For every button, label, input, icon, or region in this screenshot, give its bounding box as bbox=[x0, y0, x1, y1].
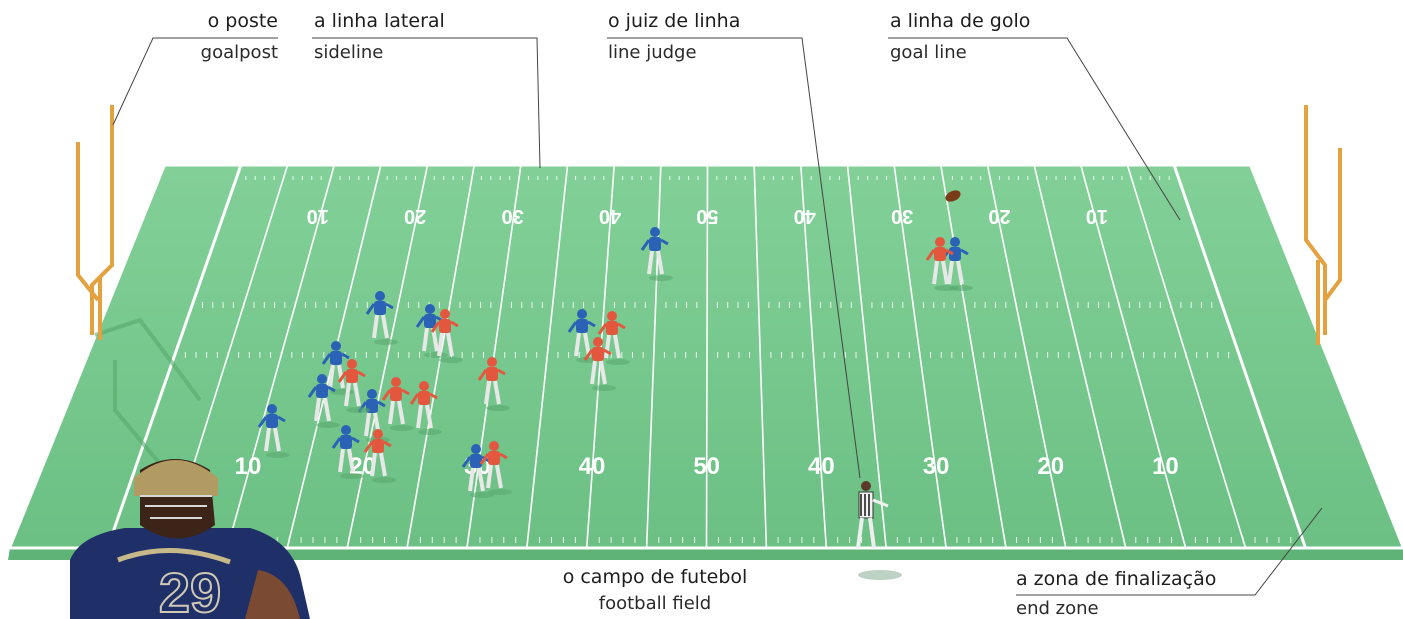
player-red bbox=[363, 429, 396, 483]
player-red bbox=[409, 381, 442, 435]
foreground-player-29 bbox=[70, 459, 310, 619]
yard-number: 10 bbox=[235, 453, 262, 480]
yard-number: 20 bbox=[404, 205, 426, 227]
end-zone-label-en: end zone bbox=[1016, 598, 1099, 619]
end-zone-label-pt: a zona de finalização bbox=[1016, 568, 1217, 590]
yard-number: 40 bbox=[579, 453, 606, 480]
player-blue bbox=[257, 404, 290, 458]
goalpost-leader bbox=[112, 37, 278, 126]
far-yard-numbers: 10 20 30 40 50 40 30 20 10 bbox=[307, 205, 1108, 227]
line-judge-label-en: line judge bbox=[608, 42, 697, 63]
yard-number: 30 bbox=[891, 205, 913, 227]
field-front-edge bbox=[8, 548, 1403, 560]
yard-number: 40 bbox=[794, 205, 816, 227]
goalpost-label-pt: o poste bbox=[207, 10, 278, 32]
football-field-label-en: football field bbox=[598, 593, 712, 614]
yard-number: 40 bbox=[599, 205, 621, 227]
player-red bbox=[337, 359, 370, 413]
goalpost-shadow bbox=[94, 317, 202, 472]
sideline-label-en: sideline bbox=[314, 42, 384, 63]
goal-line bbox=[106, 164, 243, 549]
yard-number: 20 bbox=[1037, 453, 1064, 480]
goal-line-label-en: goal line bbox=[890, 42, 967, 63]
player-blue bbox=[307, 374, 340, 428]
sideline-leader bbox=[312, 37, 541, 169]
jersey-number: 29 bbox=[159, 561, 221, 619]
line-judge-figure bbox=[856, 481, 902, 580]
end-line bbox=[9, 164, 166, 549]
end-zone-leader bbox=[1016, 507, 1323, 596]
left-goalpost bbox=[76, 105, 114, 340]
player-blue bbox=[461, 444, 494, 498]
player-red bbox=[479, 441, 512, 495]
yard-number: 10 bbox=[1152, 453, 1179, 480]
goal-line-leader bbox=[888, 37, 1181, 221]
yard-number: 30 bbox=[501, 205, 523, 227]
end-line bbox=[1249, 164, 1403, 549]
player-blue bbox=[331, 425, 364, 479]
callout-lines bbox=[112, 37, 1323, 596]
goalpost-label-en: goalpost bbox=[200, 42, 278, 63]
players bbox=[257, 227, 973, 498]
player-blue bbox=[640, 227, 673, 281]
player-red bbox=[477, 357, 510, 411]
line-judge-label-pt: o juiz de linha bbox=[608, 10, 741, 32]
player-red bbox=[583, 337, 616, 391]
goal-line-label-pt: a linha de golo bbox=[890, 10, 1031, 32]
yard-number: 30 bbox=[923, 453, 950, 480]
hash-marks bbox=[109, 176, 1304, 543]
football-field-label-pt: o campo de futebol bbox=[562, 566, 748, 588]
sideline-label-pt: a linha lateral bbox=[314, 10, 445, 32]
player-red bbox=[381, 377, 414, 431]
yard-number: 10 bbox=[1086, 205, 1108, 227]
right-goalpost bbox=[1304, 105, 1342, 345]
goal-line bbox=[1172, 164, 1307, 549]
football-ball bbox=[945, 190, 961, 202]
yard-number: 10 bbox=[307, 205, 329, 227]
yard-number: 40 bbox=[808, 453, 835, 480]
yard-number: 50 bbox=[696, 205, 718, 227]
line-judge-leader bbox=[607, 37, 861, 479]
player-blue bbox=[365, 291, 398, 345]
player-red bbox=[430, 309, 463, 363]
yard-number: 50 bbox=[693, 453, 720, 480]
player-red bbox=[925, 237, 958, 291]
yard-number: 20 bbox=[988, 205, 1010, 227]
player-red bbox=[597, 311, 630, 365]
